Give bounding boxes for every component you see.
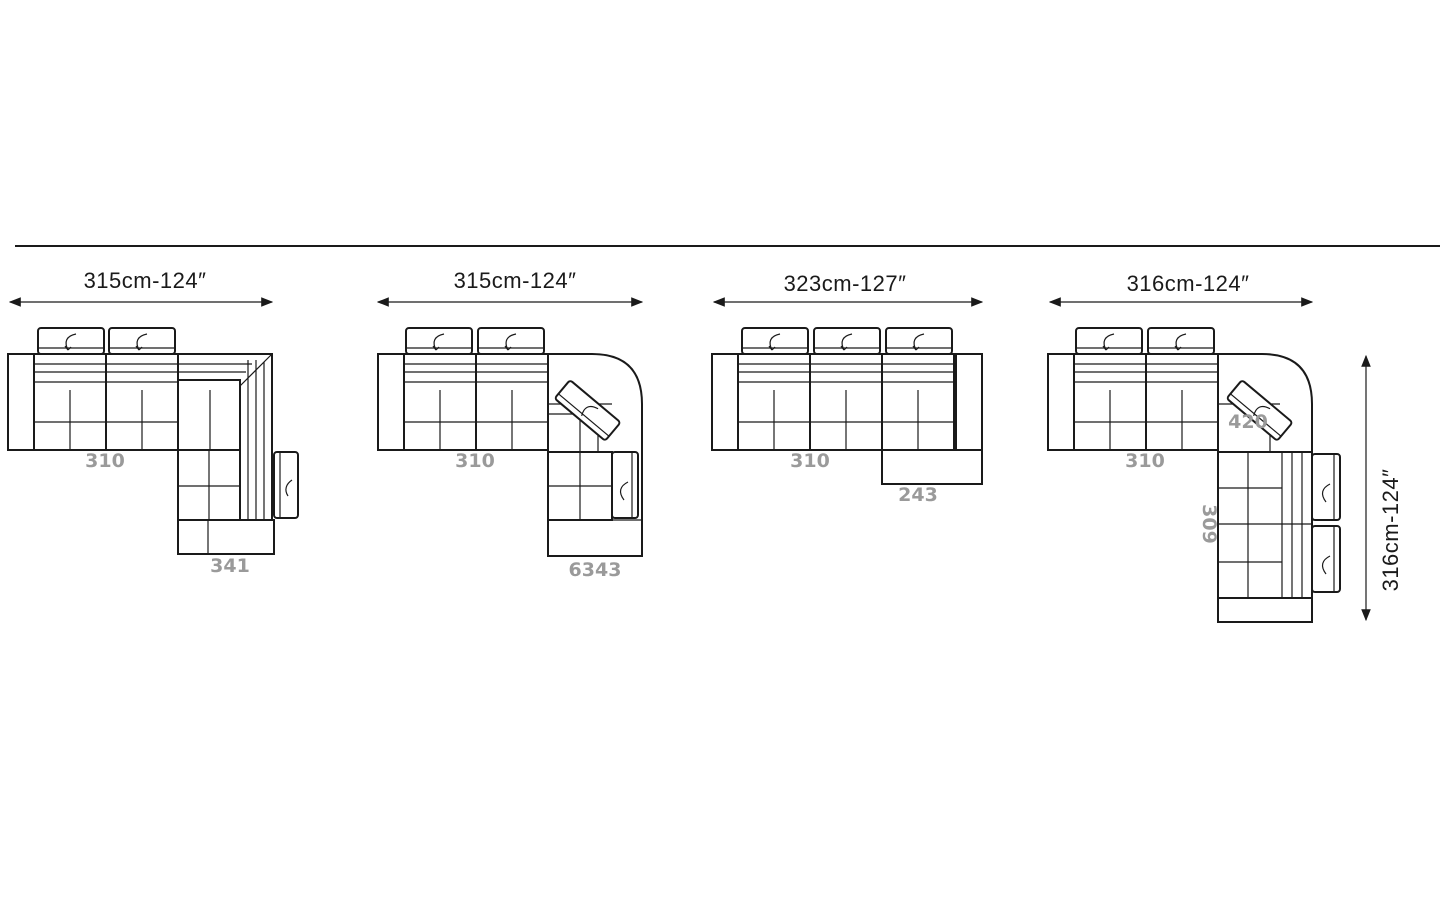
module-code: 420 <box>1228 411 1268 433</box>
seat-module <box>33 353 107 451</box>
module-code: 309 <box>1198 504 1220 544</box>
recliner-headrest <box>611 451 639 519</box>
left-arm <box>711 353 739 451</box>
module-code: 310 <box>85 450 125 472</box>
recliner-headrest <box>554 380 621 441</box>
module-code: 310 <box>790 450 830 472</box>
width-label: 316cm-124″ <box>1127 271 1250 296</box>
seat-module <box>475 353 549 451</box>
seat-module <box>809 353 883 451</box>
config-1: 315cm-124″ 310 341 <box>7 268 299 577</box>
right-arm <box>1217 597 1313 623</box>
chaise-footrest <box>177 519 275 555</box>
chaise-footrest <box>881 449 983 485</box>
module-code: 6343 <box>569 559 622 581</box>
seat-module <box>1073 353 1147 451</box>
recliner-headrest <box>37 327 105 355</box>
seat-module <box>105 353 179 451</box>
seat-module <box>403 353 477 451</box>
width-label: 323cm-127″ <box>784 271 907 296</box>
config-4: 316cm-124″ 316cm-124″ <box>1047 271 1403 623</box>
module-code: 341 <box>210 555 250 577</box>
recliner-headrest <box>1147 327 1215 355</box>
recliner-headrest <box>813 327 881 355</box>
recliner-headrest <box>273 451 299 519</box>
recliner-headrest <box>477 327 545 355</box>
depth-label: 316cm-124″ <box>1378 469 1403 592</box>
module-code: 310 <box>1125 450 1165 472</box>
left-arm <box>7 353 35 451</box>
recliner-headrest <box>1226 380 1293 441</box>
right-arm <box>955 353 983 451</box>
recliner-headrest <box>741 327 809 355</box>
recliner-headrest <box>885 327 953 355</box>
width-label: 315cm-124″ <box>454 268 577 293</box>
config-2: 315cm-124″ 310 6343 <box>376 268 644 581</box>
recliner-headrest <box>1075 327 1143 355</box>
seat-module <box>1145 353 1219 451</box>
module-code: 310 <box>455 450 495 472</box>
recliner-headrest <box>405 327 473 355</box>
recliner-headrest <box>108 327 176 355</box>
left-arm <box>377 353 405 451</box>
side-seat-modules <box>1217 451 1313 599</box>
seat-module <box>737 353 811 451</box>
seat-module <box>881 353 955 451</box>
config-3: 323cm-127″ 310 243 <box>711 271 984 506</box>
width-label: 315cm-124″ <box>84 268 207 293</box>
module-code: 243 <box>898 484 938 506</box>
left-arm <box>1047 353 1075 451</box>
